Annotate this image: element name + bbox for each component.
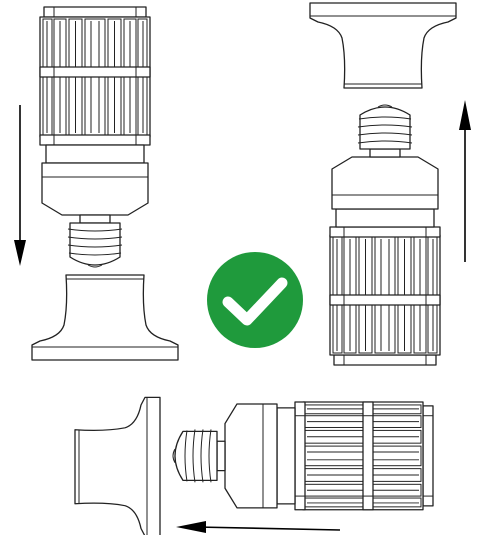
check-circle-icon (207, 252, 303, 348)
arrow-down-icon (14, 105, 26, 266)
socket-holder-right (74, 396, 161, 535)
panel-top-right (309, 2, 471, 366)
corn-bulb-base-down (39, 6, 151, 268)
panel-top-left (14, 6, 179, 361)
arrow-up-icon (459, 100, 471, 262)
socket-holder-up (31, 274, 179, 361)
corn-bulb-base-left (172, 401, 434, 511)
arrow-left-icon (176, 521, 341, 533)
panel-bottom (74, 396, 434, 535)
socket-holder-down (309, 2, 457, 89)
corn-bulb-base-up (329, 104, 441, 366)
